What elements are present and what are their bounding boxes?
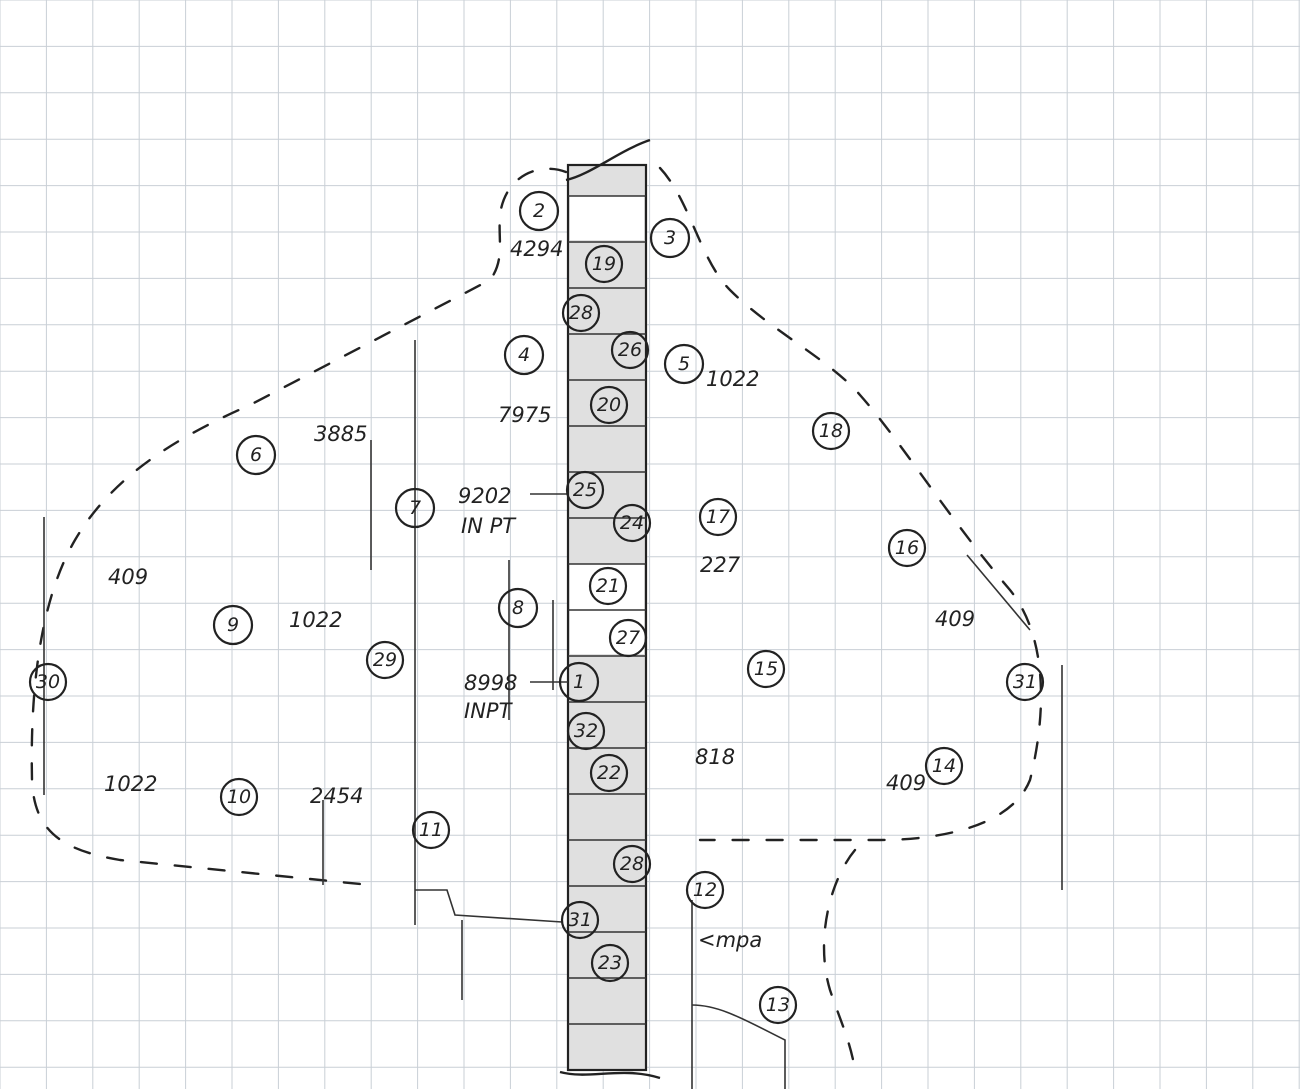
room-marker-m16: 16 <box>889 530 925 566</box>
marker-label: 24 <box>620 512 644 534</box>
marker-label: 10 <box>227 786 251 808</box>
area-value-v409a: 409 <box>108 565 148 589</box>
marker-label: 28 <box>569 302 593 324</box>
solid-lines <box>44 340 1062 1089</box>
marker-label: 7 <box>409 497 421 519</box>
room-marker-m17: 17 <box>700 499 736 535</box>
marker-label: 26 <box>618 339 642 361</box>
area-value-v1022c: 1022 <box>104 772 157 796</box>
room-marker-m14: 14 <box>926 748 962 784</box>
marker-label: 19 <box>592 253 616 275</box>
marker-label: 20 <box>597 394 621 416</box>
marker-label: 21 <box>596 575 620 597</box>
note-n1: IN PT <box>461 514 517 538</box>
room-marker-m13: 13 <box>760 987 796 1023</box>
room-marker-m15: 15 <box>748 651 784 687</box>
room-marker-m10: 10 <box>221 779 257 815</box>
marker-label: 5 <box>678 353 690 375</box>
marker-label: 6 <box>250 444 262 466</box>
marker-label: 25 <box>573 479 597 501</box>
room-marker-m5: 5 <box>665 345 703 383</box>
room-marker-m8: 8 <box>499 589 537 627</box>
area-value-v8998: 8998 <box>464 671 517 695</box>
marker-label: 29 <box>373 649 397 671</box>
marker-label: 16 <box>895 537 919 559</box>
room-marker-m6: 6 <box>237 436 275 474</box>
marker-label: 1 <box>573 671 585 693</box>
marker-label: 27 <box>616 627 640 649</box>
marker-label: 31 <box>1013 671 1037 693</box>
marker-label: 15 <box>754 658 778 680</box>
room-marker-m29: 29 <box>367 642 403 678</box>
marker-label: 32 <box>574 720 598 742</box>
room-marker-m9: 9 <box>214 606 252 644</box>
marker-label: 31 <box>568 909 592 931</box>
room-marker-m2: 2 <box>520 192 558 230</box>
marker-label: 13 <box>766 994 790 1016</box>
area-value-v3885: 3885 <box>314 422 367 446</box>
marker-label: 18 <box>819 420 843 442</box>
marker-label: 9 <box>227 614 239 636</box>
marker-label: 12 <box>693 879 717 901</box>
area-value-v818: 818 <box>695 745 735 769</box>
marker-label: 4 <box>518 344 530 366</box>
area-value-vcmpa: <mpa <box>698 928 762 952</box>
area-value-v409b: 409 <box>935 607 975 631</box>
area-value-v4294: 4294 <box>510 237 563 261</box>
marker-label: 8 <box>512 597 524 619</box>
marker-label: 2 <box>533 200 545 222</box>
marker-label: 3 <box>664 227 676 249</box>
marker-label: 14 <box>932 755 956 777</box>
note-n2: INPT <box>464 699 514 723</box>
area-value-v1022a: 1022 <box>706 367 759 391</box>
marker-label: 11 <box>419 819 443 841</box>
marker-label: 22 <box>597 762 621 784</box>
room-marker-m3: 3 <box>651 219 689 257</box>
dashed-boundary <box>32 168 1041 1070</box>
marker-label: 17 <box>706 506 730 528</box>
area-value-v2454: 2454 <box>310 784 363 808</box>
room-marker-m18: 18 <box>813 413 849 449</box>
room-marker-m30: 30 <box>30 664 66 700</box>
room-marker-m31b: 31 <box>1007 664 1043 700</box>
area-value-v409c: 409 <box>886 771 926 795</box>
area-value-v9202: 9202 <box>458 484 511 508</box>
room-marker-m11: 11 <box>413 812 449 848</box>
marker-label: 23 <box>598 952 622 974</box>
area-value-v1022b: 1022 <box>289 608 342 632</box>
area-value-v7975: 7975 <box>498 403 551 427</box>
area-value-v227: 227 <box>700 553 741 577</box>
marker-label: 30 <box>36 671 60 693</box>
room-marker-m12: 12 <box>687 872 723 908</box>
marker-label: 28 <box>620 853 644 875</box>
